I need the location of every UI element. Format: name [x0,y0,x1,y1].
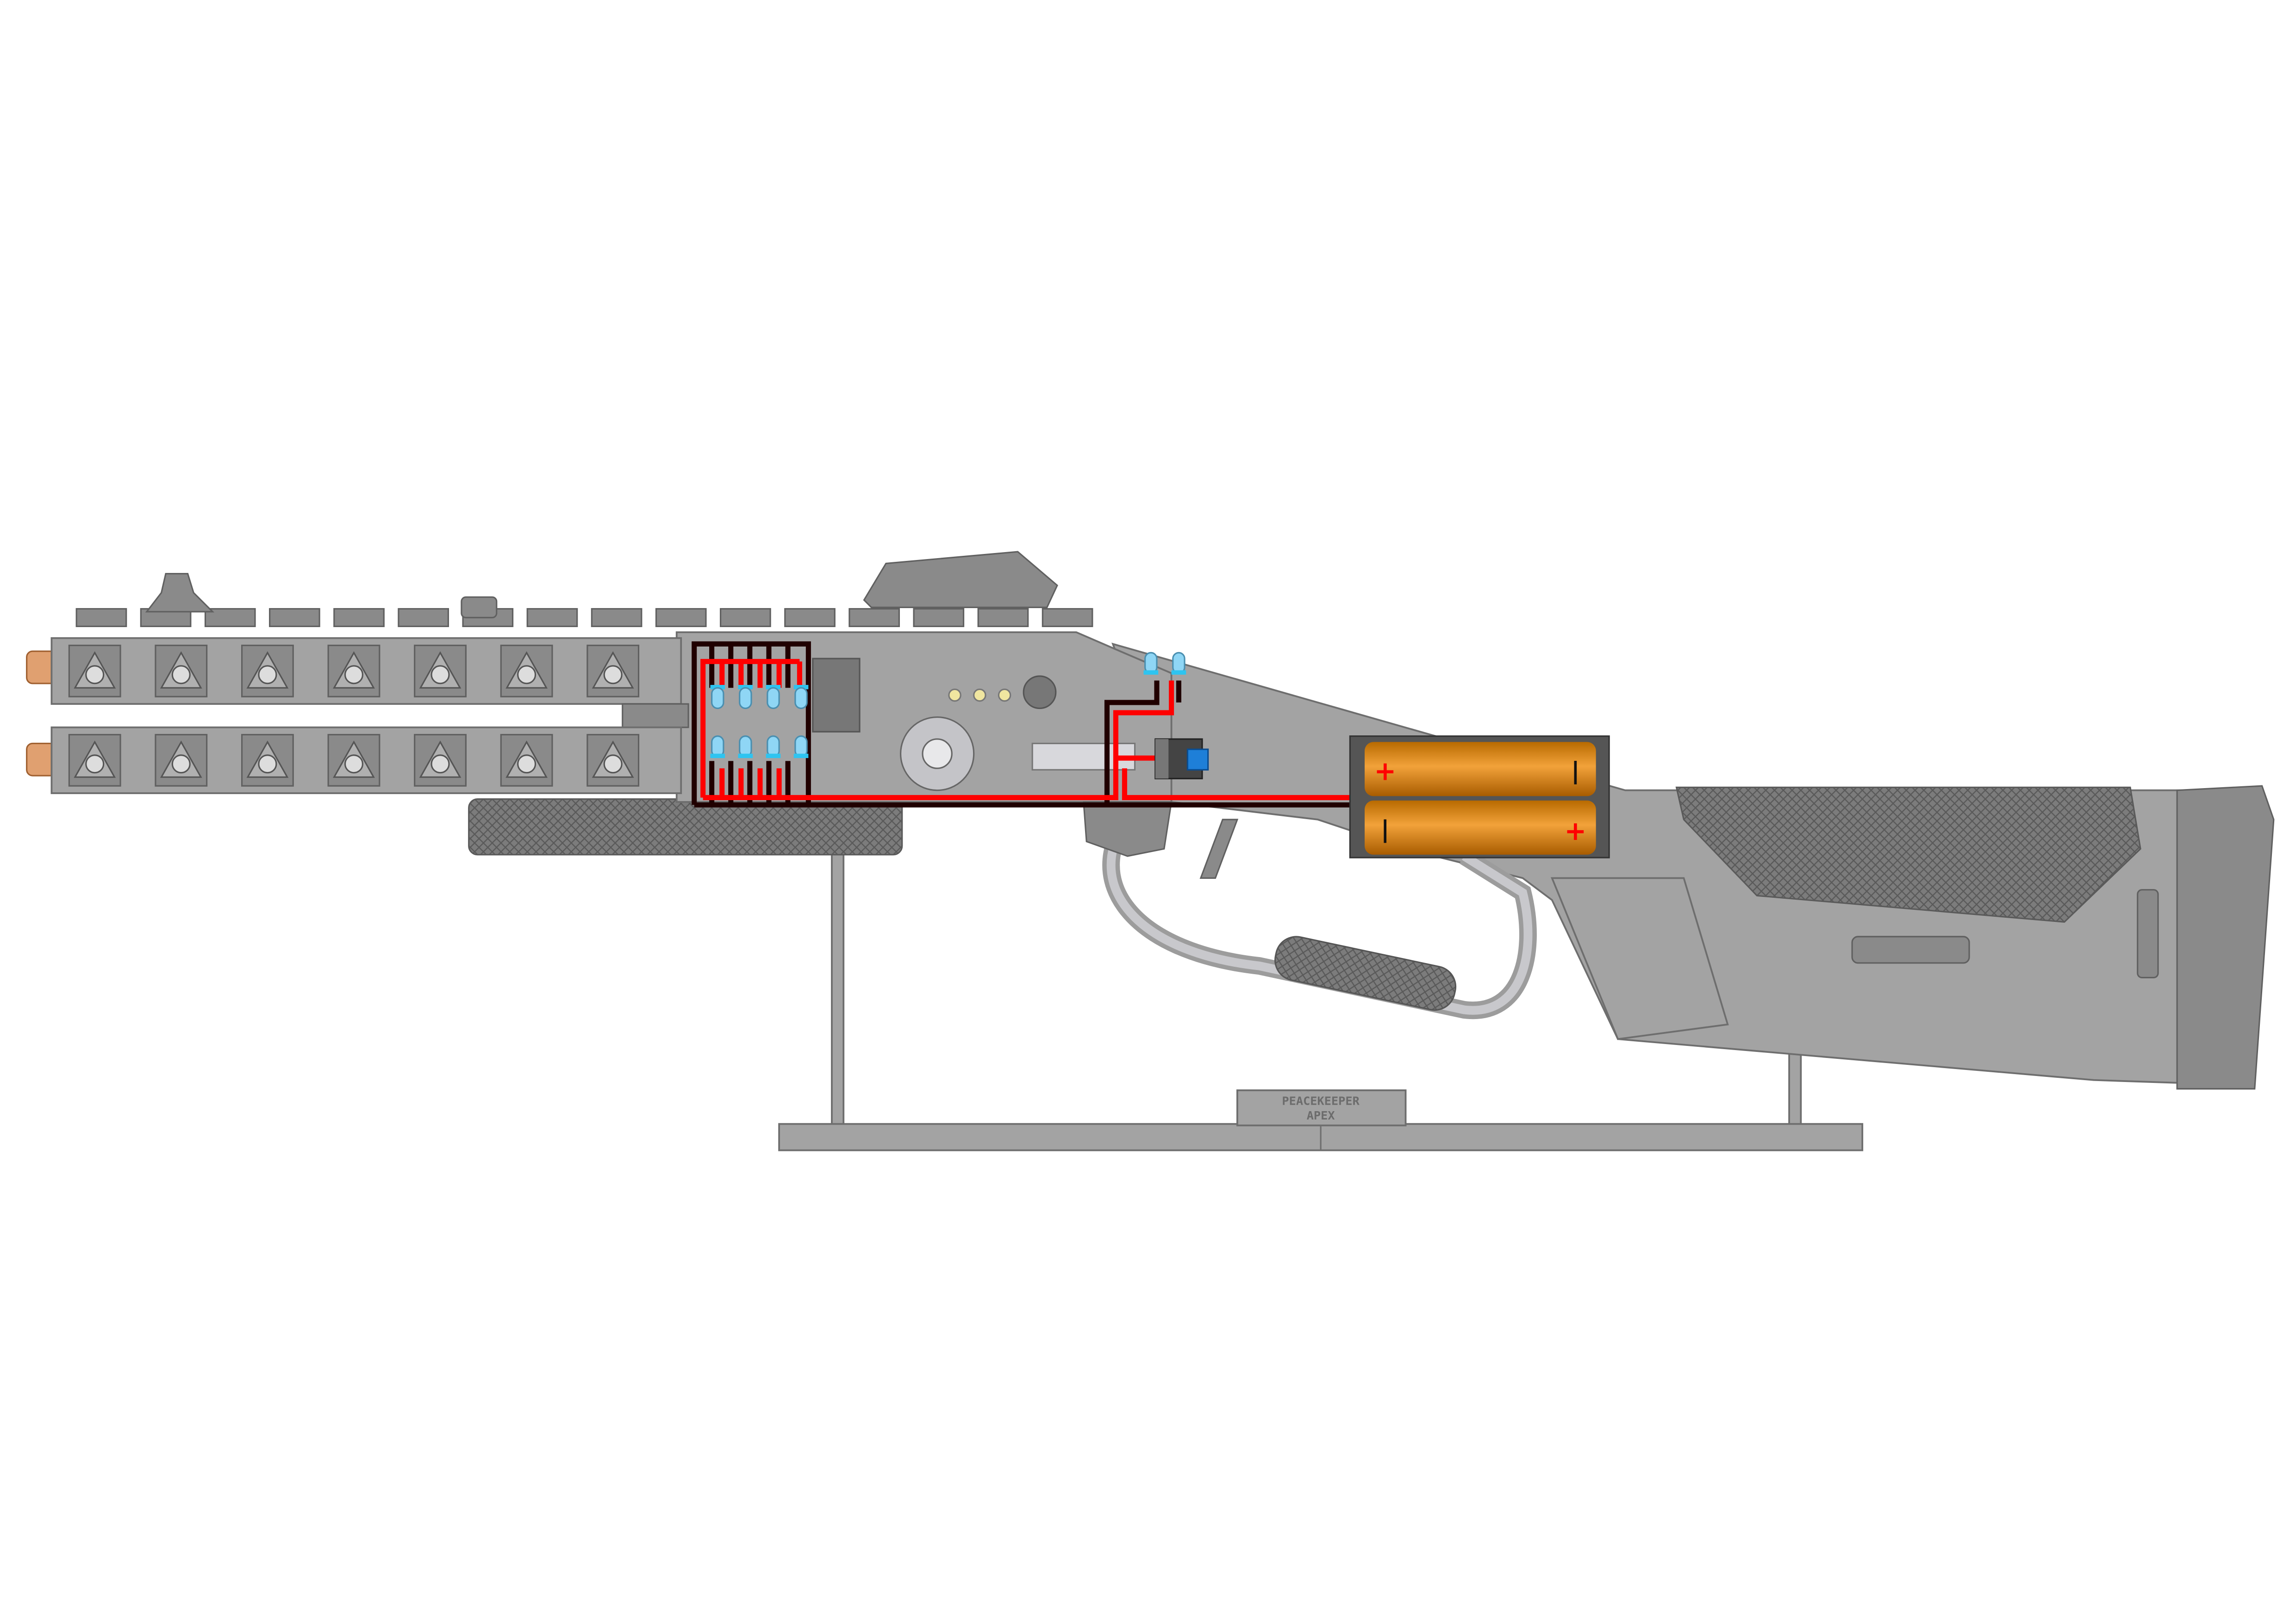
minus-terminal-label: | [1381,815,1389,843]
barrel-mount [327,734,381,787]
top-rail [75,608,1093,628]
barrel-mount [414,734,467,787]
lever-grip [1274,936,1457,1011]
barrel-mount [586,734,640,787]
rail-segment [784,608,836,628]
stand-label-plate: PEACEKEEPER APEX [1236,1089,1407,1126]
barrel-mount [500,734,553,787]
rail-segment [591,608,643,628]
rail-segment [913,608,965,628]
front-sight [145,573,215,613]
rail-segment [75,608,127,628]
barrel-mount [155,644,208,697]
led [793,735,809,759]
rail-segment [720,608,771,628]
led [766,684,781,709]
battery-cell-bottom: | + [1365,800,1596,855]
barrel-mount [327,644,381,697]
barrel-upper [26,637,682,705]
barrel-mount [414,644,467,697]
rail-segment [849,608,900,628]
rail-segment [333,608,385,628]
barrel-mount [241,734,294,787]
led [710,684,725,709]
rail-segment [526,608,578,628]
barrel-lower [26,726,682,794]
switch-button[interactable] [1186,748,1209,771]
rail-segment [655,608,707,628]
plus-terminal-label: + [1565,816,1587,846]
battery-cell-top: + | [1365,742,1596,796]
power-switch[interactable] [1154,738,1209,779]
led [738,684,753,709]
display-stand: PEACEKEEPER APEX [778,840,1864,1151]
rail-segment [398,608,449,628]
led [793,684,809,709]
led [1143,652,1159,675]
stock [1111,642,2275,1090]
barrel-mount [68,734,121,787]
led [1171,652,1186,675]
led [738,735,753,759]
barrel-mount [68,644,121,697]
barrel-mount [500,644,553,697]
lever-loop [1102,814,1537,1020]
rail-segment [269,608,320,628]
rail-segment [1042,608,1093,628]
rail-segment [977,608,1029,628]
battery-holder: + | | + [1349,735,1610,858]
stand-label-line2: APEX [1307,1109,1335,1122]
barrel-mount [155,734,208,787]
negative-wiring [692,641,1350,808]
barrel-mount [241,644,294,697]
led [710,735,725,759]
stock-grip-texture [1675,786,2141,923]
rail-clip [461,596,498,619]
minus-terminal-label: | [1571,757,1579,784]
barrel-mount [586,644,640,697]
plus-terminal-label: + [1374,756,1396,787]
stand-label-line1: PEACEKEEPER [1282,1094,1360,1108]
led [766,735,781,759]
positive-wiring [700,659,1350,800]
